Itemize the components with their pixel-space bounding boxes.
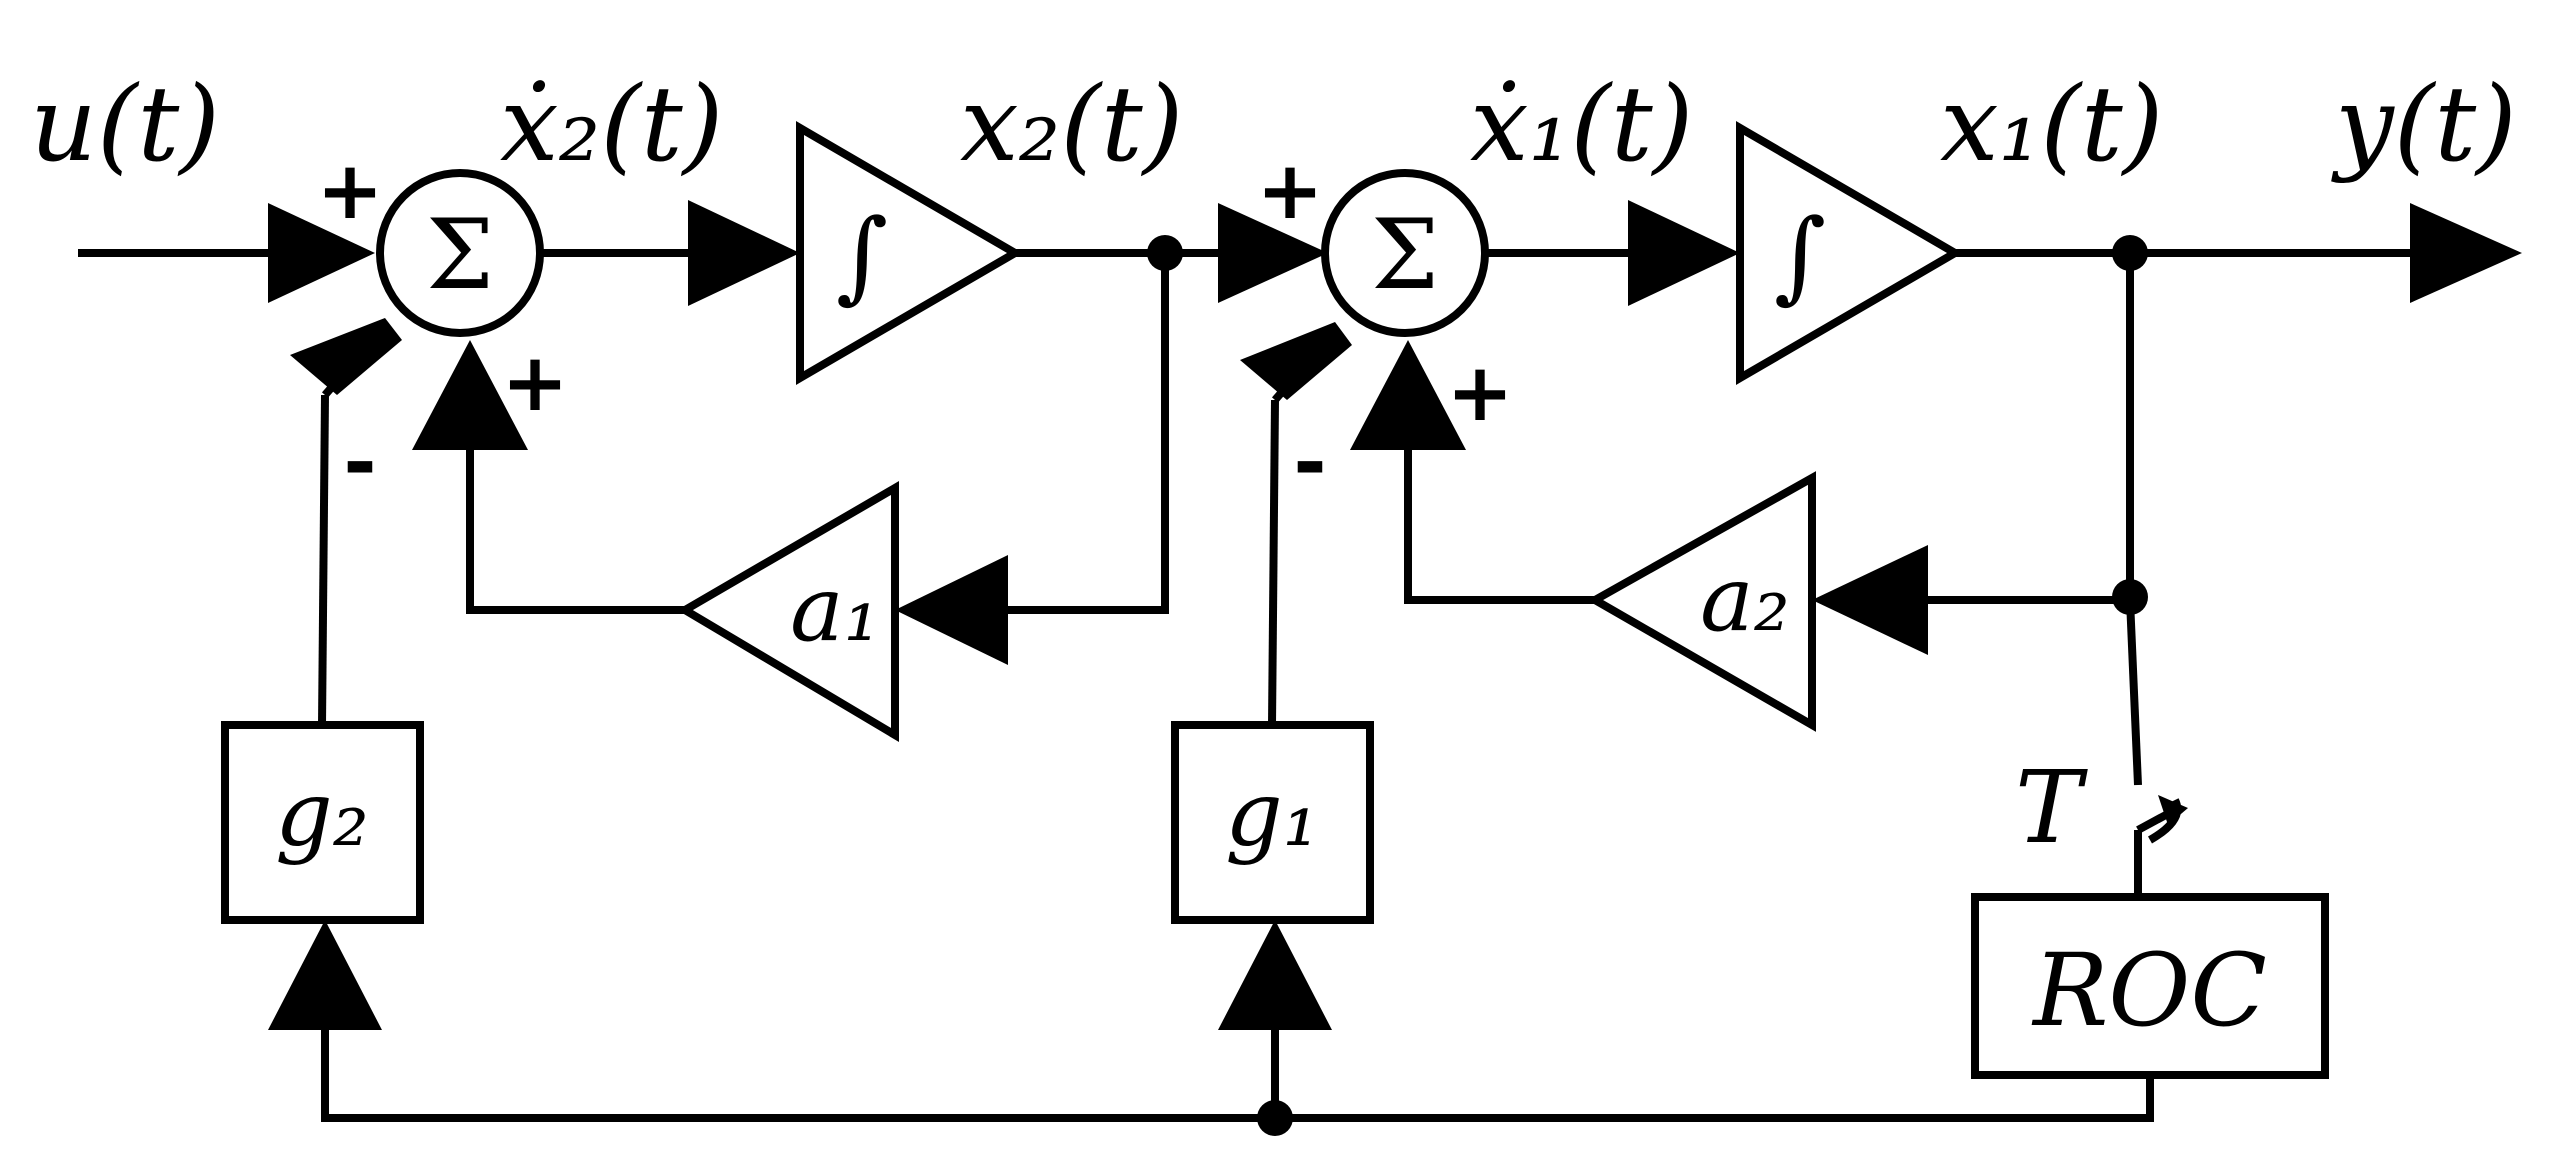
bus-to-g1-arrow [1218,920,1332,1030]
switch-label: T [2015,749,2088,866]
roc-block [1971,893,2329,1079]
signal-x1dot-label: ẋ₁(t) [1470,63,1693,185]
g2-to-sum1-arrow [290,318,402,395]
signal-x2dot-label: ẋ₂(t) [500,63,723,185]
roc-block-label: ROC [2031,932,2267,1049]
switch-arc-head [2158,795,2188,825]
integrator-1 [796,121,1023,385]
signal-y-label: y(t) [2331,63,2517,185]
bottom-bus-line [321,1020,2154,1122]
output-arrow [2410,203,2522,303]
a2-input-arrow [1812,545,1928,655]
sum1-sign-left: - [343,416,376,509]
a2-to-sum2-arrow [1350,340,1466,450]
gain-block-g1-label: g₁ [1225,762,1319,867]
gain-block-a2 [1586,471,1816,732]
g1-to-sum2-arrow [1240,322,1352,400]
input-arrow [268,203,375,303]
integrator-1-symbol: ∫ [836,197,888,314]
sum2-sign-bottom: + [1446,346,1513,439]
gain-block-a1 [677,481,899,743]
integrator-2-symbol: ∫ [1774,197,1826,314]
bus-to-g2-arrow [268,920,382,1030]
a2-feedback-left-line [1404,430,1595,604]
gain-block-g2-label: g₂ [275,762,369,867]
gain-block-g1 [1171,721,1374,924]
a1-feedback-right-line [1000,253,1169,614]
sum2-sign-top: + [1256,144,1323,237]
a1-feedback-left-line [466,430,685,614]
gain-block-g2 [221,721,424,924]
switch-upper-line [2126,599,2142,786]
signal-x1-label: x₁(t) [1940,63,2163,185]
gain-block-a2-label: a₂ [1700,547,1790,652]
sum2-sign-left: - [1293,416,1326,509]
signal-x2-label: x₂(t) [960,63,1183,185]
summing-junction-1-symbol: Σ [426,199,494,311]
sum1-to-int1-arrow [688,200,800,306]
integrator-2 [1736,121,1963,385]
a1-input-arrow [895,555,1008,665]
summing-junction-2-symbol: Σ [1371,199,1439,311]
signal-u-label: u(t) [30,63,220,185]
sum1-sign-top: + [316,144,383,237]
g1-feedback-line [1268,399,1279,726]
a1-to-sum1-arrow [412,340,528,450]
g2-feedback-line [318,394,329,726]
int1-to-sum2-arrow [1218,203,1328,303]
sum1-sign-bottom: + [501,336,568,429]
gain-block-a1-label: a₁ [790,557,880,662]
sum2-to-int2-arrow [1628,200,1740,306]
